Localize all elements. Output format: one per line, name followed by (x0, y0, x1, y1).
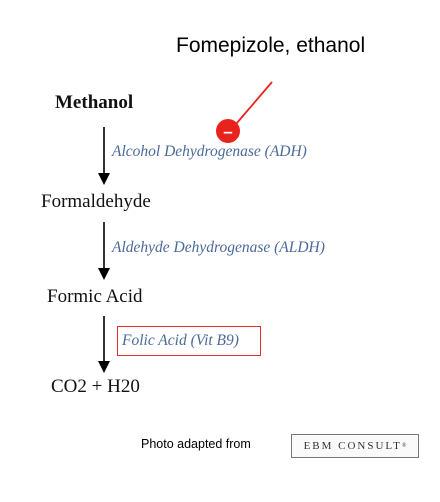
inhibition-symbol: – (223, 122, 232, 141)
inhibitor-label: Fomepizole, ethanol (176, 34, 366, 57)
logo-mark: ® (401, 443, 407, 449)
compound-co2-h2o: CO2 + H20 (51, 376, 140, 397)
arrowhead-3 (98, 361, 110, 373)
enzyme-aldh: Aldehyde Dehydrogenase (ALDH) (112, 239, 325, 256)
credit-text: Photo adapted from (141, 437, 251, 451)
cofactor-box: Folic Acid (Vit B9) (117, 326, 261, 356)
inhibition-marker (216, 119, 240, 143)
compound-methanol: Methanol (55, 92, 134, 113)
arrowhead-1 (98, 173, 110, 185)
enzyme-adh: Alcohol Dehydrogenase (ADH) (112, 143, 307, 160)
logo-text: EBM CONSULT (303, 440, 402, 452)
compound-formaldehyde: Formaldehyde (41, 191, 151, 212)
cofactor-label: Folic Acid (Vit B9) (122, 332, 239, 349)
compound-formic-acid: Formic Acid (47, 286, 143, 307)
inhibitor-pointer-line (235, 81, 273, 125)
arrowhead-2 (98, 268, 110, 280)
ebm-consult-logo: EBM CONSULT® (291, 434, 419, 458)
